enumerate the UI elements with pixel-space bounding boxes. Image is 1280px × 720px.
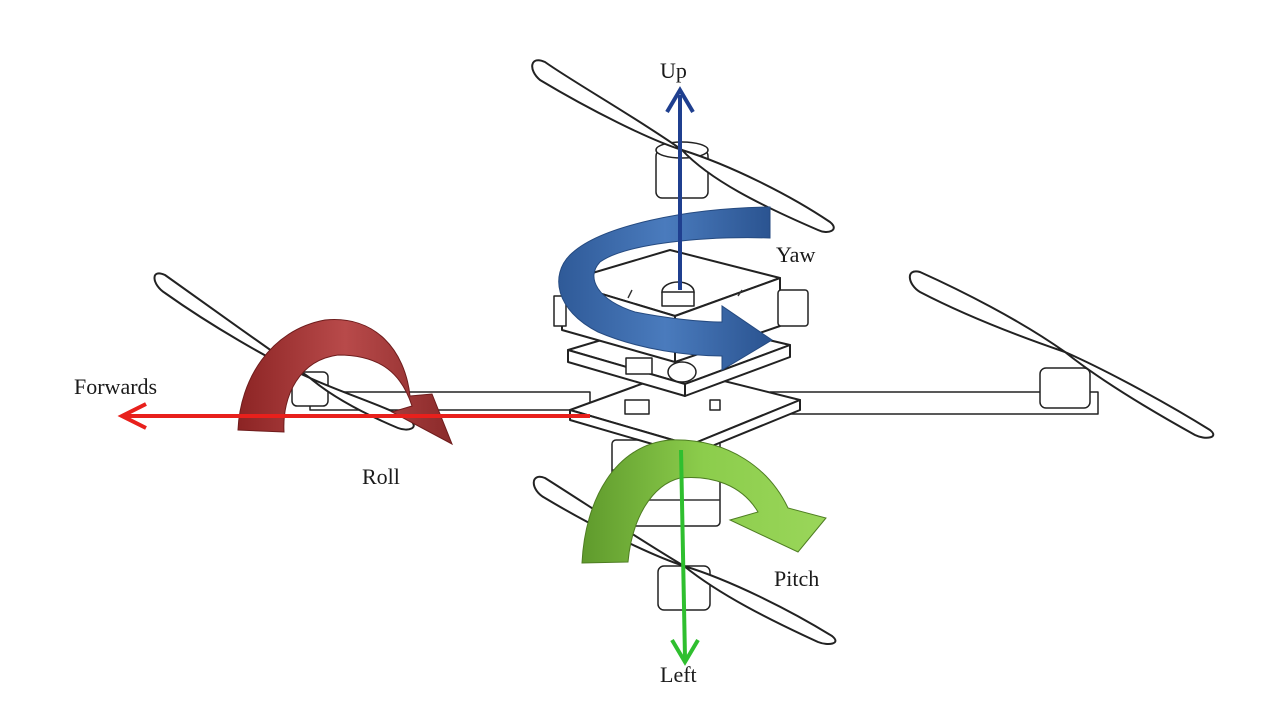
roll-label: Roll (362, 464, 400, 489)
up-label: Up (660, 58, 687, 83)
forwards-label: Forwards (74, 374, 157, 399)
left-label: Left (660, 662, 697, 687)
yaw-label: Yaw (776, 242, 815, 267)
yaw-rotation-arrow (558, 206, 773, 371)
roll-rotation-arrow (237, 319, 453, 446)
forwards-axis-arrow (117, 402, 590, 430)
pitch-rotation-arrow (581, 439, 827, 564)
left-axis-arrow (670, 449, 700, 666)
propeller-right (908, 270, 1215, 439)
up-axis-arrow (665, 86, 695, 290)
pitch-label: Pitch (774, 566, 819, 591)
propeller-top (531, 59, 835, 233)
